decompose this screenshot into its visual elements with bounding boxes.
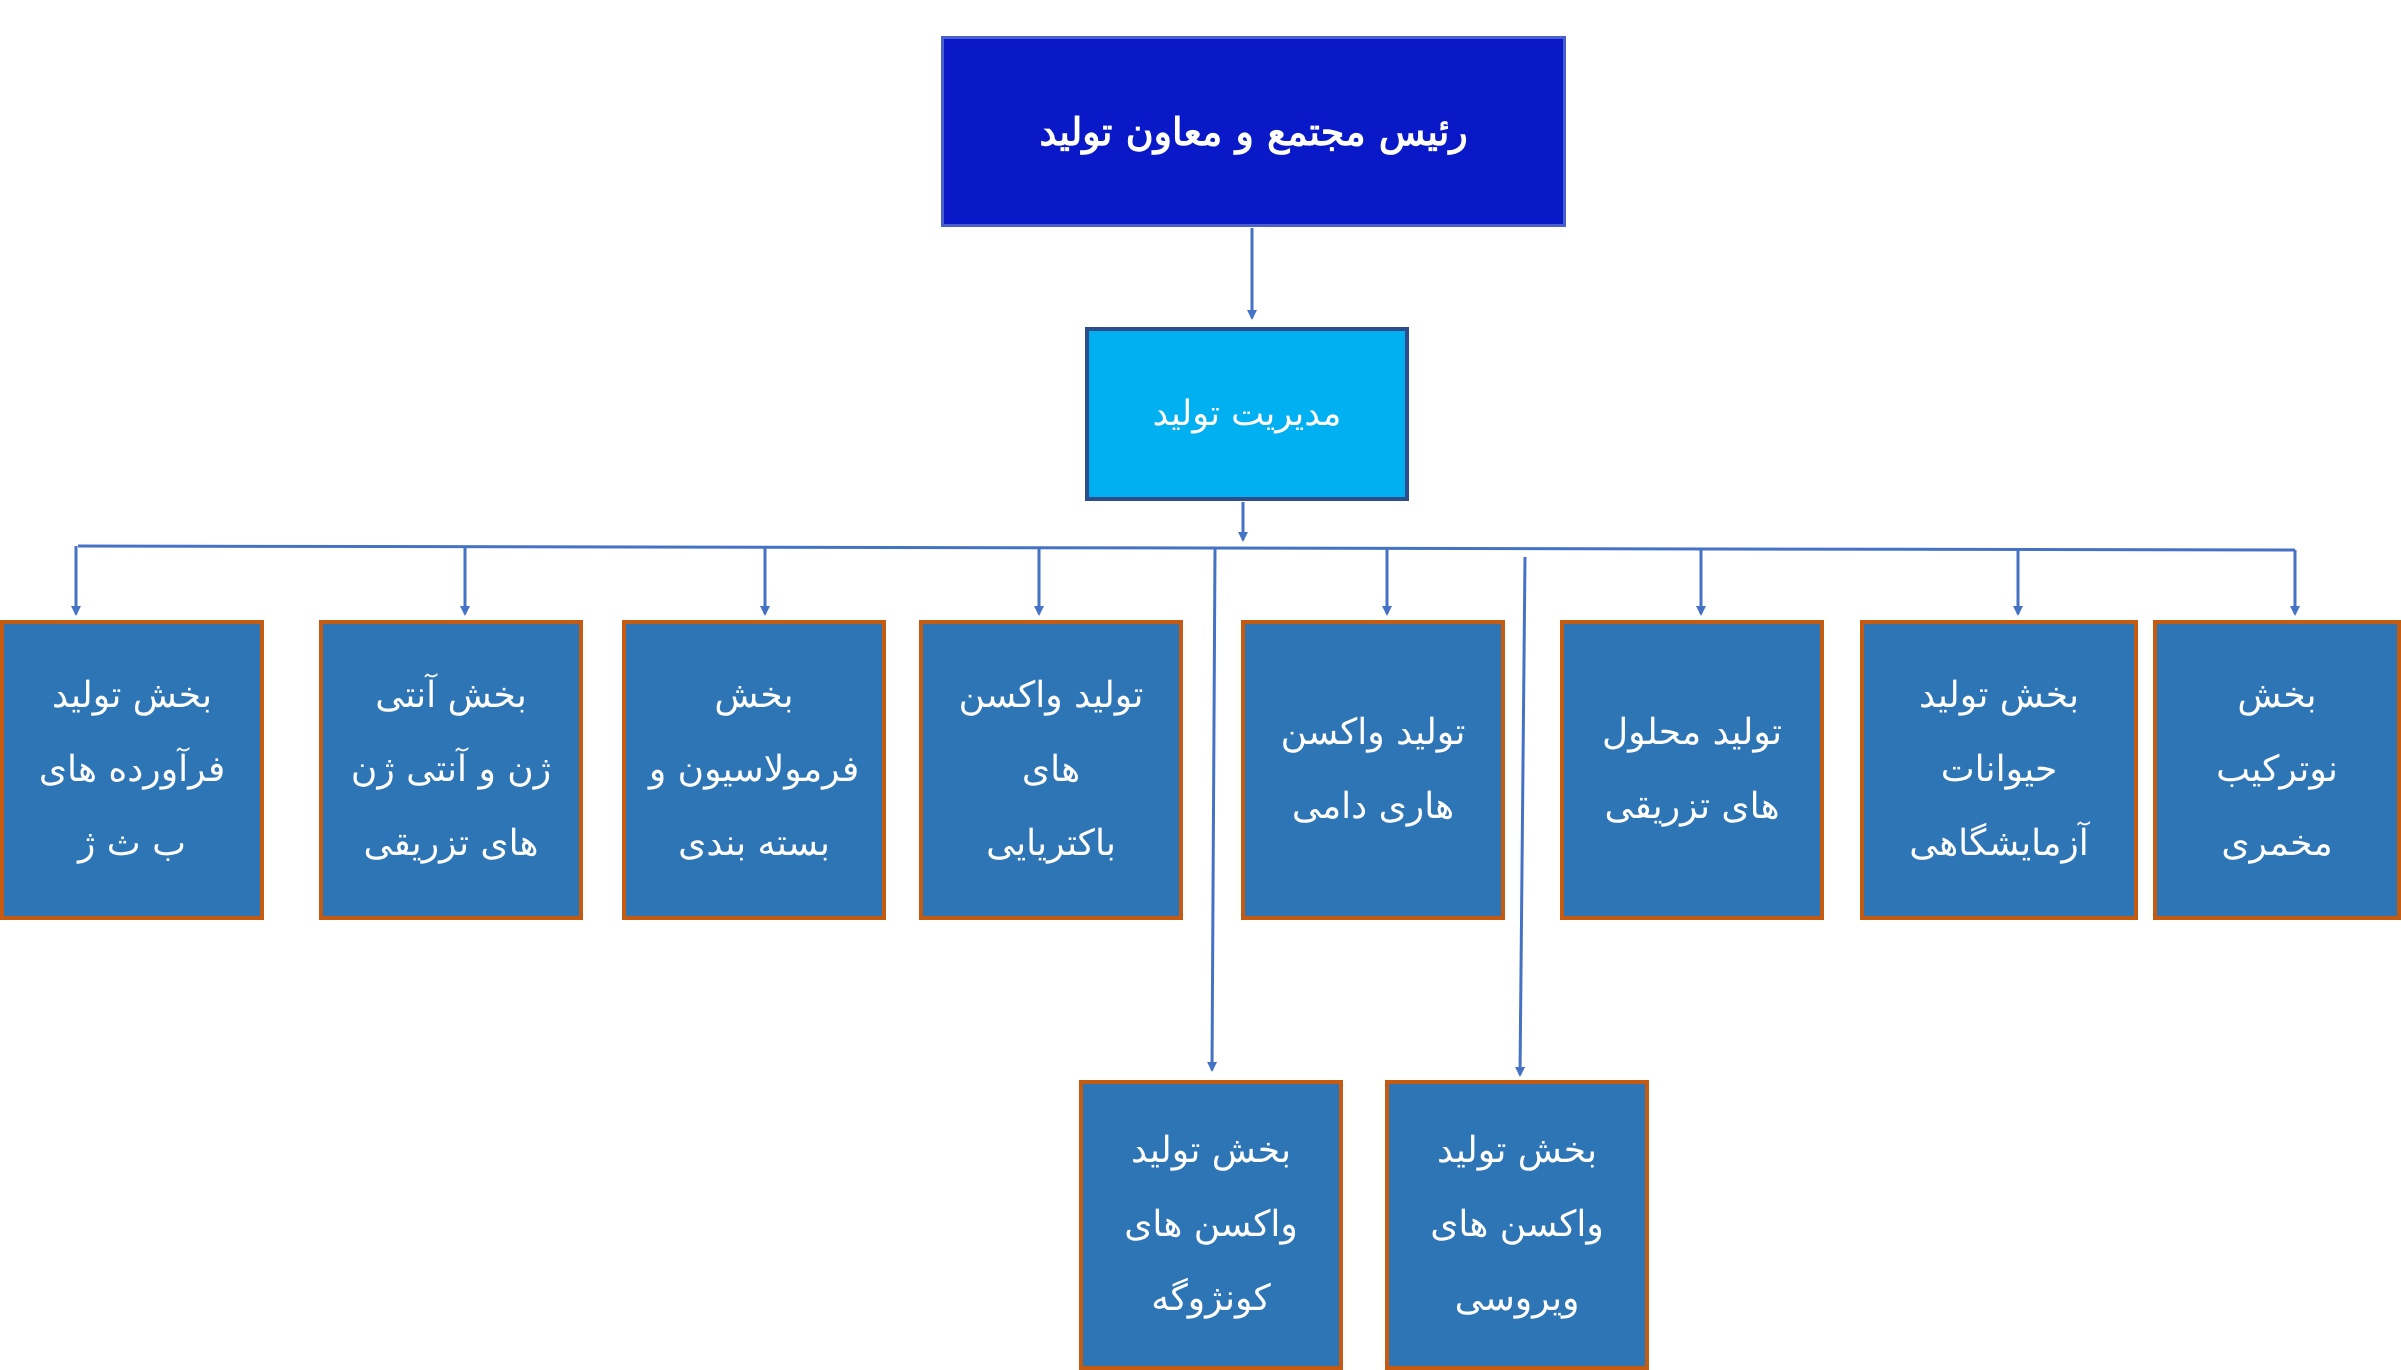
- unit-node: تولید واکسن های باکتریایی: [919, 620, 1183, 920]
- connector-bus: [77, 544, 2296, 552]
- unit-label: تولید محلول های تزریقی: [1602, 712, 1782, 827]
- unit-label: بخش آنتی ژن و آنتی ژن های تزریقی: [350, 675, 552, 864]
- connector-drop-u10: [1515, 556, 1527, 1077]
- unit-node: تولید محلول های تزریقی: [1560, 620, 1824, 920]
- unit-label: بخش تولید واکسن های ویروسی: [1430, 1130, 1604, 1319]
- unit-node: بخش تولید واکسن های کونژوگه: [1079, 1080, 1343, 1370]
- unit-node: بخش فرمولاسیون و بسته بندی: [622, 620, 886, 920]
- unit-node: بخش آنتی ژن و آنتی ژن های تزریقی: [319, 620, 583, 920]
- root-node: رئیس مجتمع و معاون تولید: [941, 36, 1566, 227]
- unit-node: بخش تولید واکسن های ویروسی: [1385, 1080, 1649, 1370]
- connector-drop-u9: [1207, 548, 1218, 1072]
- unit-node: بخش تولید حیوانات آزمایشگاهی: [1860, 620, 2138, 920]
- unit-label: تولید واکسن های باکتریایی: [958, 675, 1144, 864]
- unit-node: بخش نوترکیب مخمری: [2153, 620, 2401, 920]
- unit-node: تولید واکسن هاری دامی: [1241, 620, 1505, 920]
- unit-label: بخش نوترکیب مخمری: [2216, 675, 2338, 864]
- root-label: رئیس مجتمع و معاون تولید: [1039, 109, 1468, 154]
- unit-label: تولید واکسن هاری دامی: [1280, 712, 1466, 827]
- manager-label: مدیریت تولید: [1152, 394, 1342, 434]
- unit-label: بخش تولید فرآورده های ب ث ژ: [38, 675, 226, 864]
- unit-node: بخش تولید فرآورده های ب ث ژ: [0, 620, 264, 920]
- production-management-node: مدیریت تولید: [1085, 327, 1409, 501]
- unit-label: بخش تولید واکسن های کونژوگه: [1124, 1130, 1298, 1319]
- unit-label: بخش تولید حیوانات آزمایشگاهی: [1909, 675, 2089, 864]
- unit-label: بخش فرمولاسیون و بسته بندی: [648, 675, 860, 864]
